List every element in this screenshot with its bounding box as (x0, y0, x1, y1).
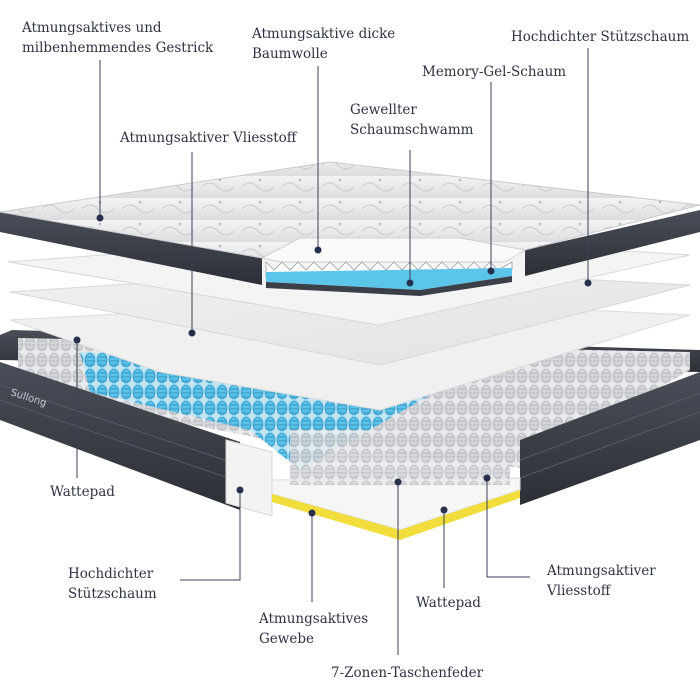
label-fleece-bottom-line1: Atmungsaktiver (547, 563, 656, 579)
label-high-density-top-text: Hochdichter Stützschaum (511, 29, 690, 45)
label-cotton: Atmungsaktive dicke Baumwolle (252, 24, 395, 64)
base-right-border (520, 372, 700, 505)
label-fleece-bottom-line2: Vliesstoff (547, 583, 611, 599)
label-fleece-bottom: Atmungsaktiver Vliesstoff (547, 561, 656, 601)
label-fabric: Atmungsaktives Gewebe (259, 609, 368, 649)
label-wave-foam: Gewellter Schaumschwamm (350, 100, 473, 140)
label-cotton-line2: Baumwolle (252, 46, 328, 62)
label-fleece-top-text: Atmungsaktiver Vliesstoff (120, 130, 297, 146)
topper-border-right (525, 210, 700, 276)
label-cotton-line1: Atmungsaktive dicke (252, 26, 396, 42)
label-knit-fabric: Atmungsaktives und milbenhemmendes Gestr… (22, 18, 213, 58)
wattepad-panel (225, 439, 273, 517)
label-high-density-top: Hochdichter Stützschaum (511, 27, 689, 47)
leader-lines (76, 48, 589, 655)
memory-gel-layer (266, 268, 512, 290)
label-springs: 7-Zonen-Taschenfeder (331, 663, 483, 683)
label-high-density-bottom-line1: Hochdichter (68, 566, 154, 582)
label-wattepad-left: Wattepad (50, 482, 115, 502)
label-fleece-top: Atmungsaktiver Vliesstoff (120, 128, 296, 148)
label-memory-gel: Memory-Gel-Schaum (422, 62, 566, 82)
label-memory-gel-text: Memory-Gel-Schaum (422, 64, 567, 80)
label-wave-foam-line1: Gewellter (350, 102, 417, 118)
label-fabric-line2: Gewebe (259, 631, 314, 647)
topper-border-left (0, 212, 262, 285)
label-knit-fabric-line2: milbenhemmendes Gestrick (22, 40, 214, 56)
spring-front-columns (290, 430, 510, 485)
label-wattepad-bottom-text: Wattepad (416, 595, 481, 611)
label-wattepad-bottom: Wattepad (416, 593, 481, 613)
label-fabric-line1: Atmungsaktives (259, 611, 369, 627)
marker-dots (73, 214, 592, 517)
yellow-fabric-layer (272, 490, 520, 540)
label-wave-foam-line2: Schaumschwamm (350, 122, 474, 138)
high-density-top-foam (266, 276, 512, 296)
label-knit-fabric-line1: Atmungsaktives und (22, 20, 162, 36)
base-front-left-border (0, 362, 240, 510)
cotton-layer (260, 237, 527, 263)
label-wattepad-left-text: Wattepad (50, 484, 115, 500)
label-high-density-bottom: Hochdichter Stützschaum (68, 564, 157, 604)
label-springs-text: 7-Zonen-Taschenfeder (331, 665, 484, 681)
label-high-density-bottom-line2: Stützschaum (68, 586, 157, 602)
